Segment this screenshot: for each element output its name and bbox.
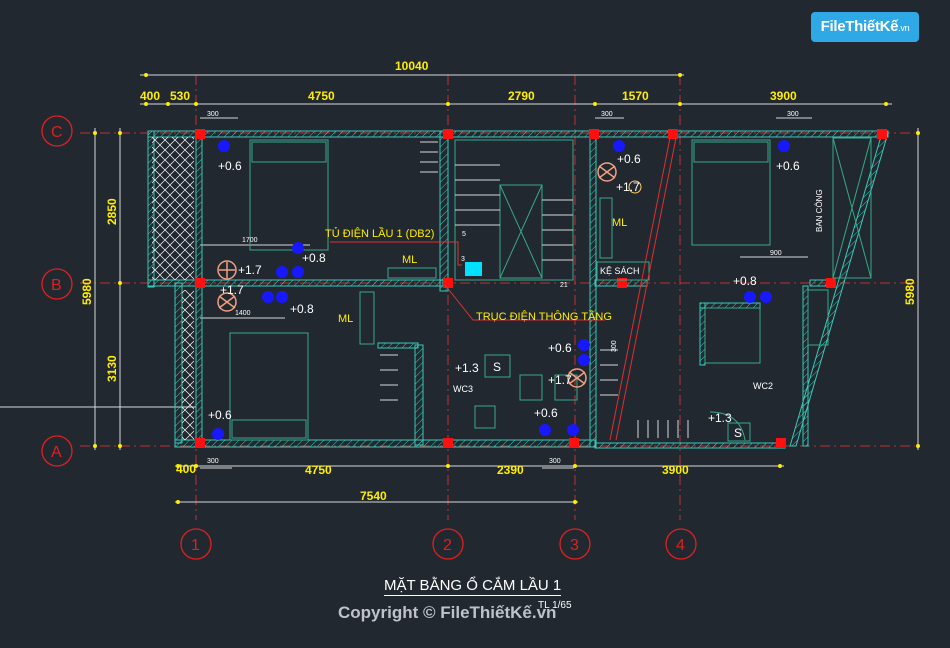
height-17-d: +1.7 <box>548 373 572 387</box>
dimension-ticks <box>93 73 920 504</box>
height-17-a: +1.7 <box>238 263 262 277</box>
dim-bottom-3900: 3900 <box>662 463 689 477</box>
drawing-scale: TL 1/65 <box>538 600 572 611</box>
wardrobes <box>380 141 689 438</box>
brand-name: FileThiếtKế <box>820 18 899 35</box>
dim-top-1570: 1570 <box>622 89 649 103</box>
dim-top-400: 400 <box>140 89 160 103</box>
height-06-f: +0.6 <box>534 406 558 420</box>
axis-label-b: B <box>51 277 62 294</box>
columns <box>195 129 887 448</box>
walls <box>147 130 889 449</box>
axis-label-1: 1 <box>191 537 200 554</box>
dim-bottom-4750: 4750 <box>305 463 332 477</box>
dim-300-vertical: 300 <box>611 340 618 352</box>
dim-top-4750: 4750 <box>308 89 335 103</box>
ceiling-fans <box>217 162 617 388</box>
dim-left-total: 5980 <box>80 278 94 305</box>
wc2-label: WC2 <box>753 381 773 391</box>
height-08-a: +0.8 <box>302 251 326 265</box>
fan-icon-small <box>628 180 642 194</box>
dim-300-bottom-2: 300 <box>549 458 561 465</box>
dim-top-530: 530 <box>170 89 190 103</box>
drawing-title: MẶT BẰNG Ổ CẮM LẦU 1 <box>384 577 562 596</box>
riser-label: TRỤC ĐIỆN THÔNG TẦNG <box>476 310 612 323</box>
dim-900: 900 <box>770 250 782 257</box>
brand-suffix: .vn <box>898 23 910 33</box>
height-17-b: +1.7 <box>220 283 244 297</box>
height-06-c: +0.6 <box>617 152 641 166</box>
dim-300-top-2: 300 <box>601 111 613 118</box>
height-13-b: +1.3 <box>708 411 732 425</box>
dim-top-total: 10040 <box>395 59 429 73</box>
dim-1700: 1700 <box>242 237 258 244</box>
dim-300-top-1: 300 <box>207 111 219 118</box>
dimension-lines <box>0 74 919 503</box>
axis-label-a: A <box>51 444 62 461</box>
ml-label-2: ML <box>338 313 353 325</box>
balcony-label: BAN CÔNG <box>815 189 824 232</box>
axis-grid <box>80 75 915 520</box>
dim-top-2790: 2790 <box>508 89 535 103</box>
wc3-label: WC3 <box>453 384 473 394</box>
axis-label-3: 3 <box>570 537 579 554</box>
sink-symbol-1: S <box>493 360 501 374</box>
shelf-label: KỆ SÁCH <box>600 266 640 276</box>
dim-bottom-total: 7540 <box>360 489 387 503</box>
axis-label-2: 2 <box>443 537 452 554</box>
dim-left-lower: 3130 <box>105 355 119 382</box>
height-13-a: +1.3 <box>455 361 479 375</box>
height-06-e: +0.6 <box>548 341 572 355</box>
height-06-d: +0.6 <box>776 159 800 173</box>
copyright-watermark: Copyright © FileThiếtKế.vn <box>338 603 557 622</box>
height-06-a: +0.6 <box>218 159 242 173</box>
axis-label-c: C <box>51 124 63 141</box>
axis-label-4: 4 <box>676 537 685 554</box>
brick-column <box>182 290 194 440</box>
stair-number-3: 3 <box>461 256 465 263</box>
height-06-b: +0.6 <box>208 408 232 422</box>
stair-steps <box>455 164 573 261</box>
stair-number-21: 21 <box>560 282 568 289</box>
dim-300-top-3: 300 <box>787 111 799 118</box>
sink-symbol-2: S <box>734 426 742 440</box>
panel-box <box>465 262 482 276</box>
dim-bottom-400: 400 <box>176 462 196 476</box>
axis-bubbles <box>41 115 697 560</box>
dim-left-upper: 2850 <box>105 198 119 225</box>
height-17-c: +1.7 <box>616 180 640 194</box>
height-08-c: +0.8 <box>733 274 757 288</box>
furniture <box>229 137 872 442</box>
stair-number-5: 5 <box>462 231 466 238</box>
wiring <box>330 137 677 441</box>
ml-label-3: ML <box>612 217 627 229</box>
outlets <box>212 140 790 440</box>
height-08-b: +0.8 <box>290 302 314 316</box>
dim-300-bottom-1: 300 <box>207 458 219 465</box>
brand-logo: FileThiếtKế.vn <box>811 12 919 42</box>
dim-right-total: 5980 <box>903 278 917 305</box>
brick-wall <box>152 137 194 280</box>
dim-bottom-2390: 2390 <box>497 463 524 477</box>
panel-label: TỦ ĐIỆN LẦU 1 (DB2) <box>325 227 434 240</box>
ml-label-1: ML <box>402 254 417 266</box>
dim-1400: 1400 <box>235 310 251 317</box>
dim-top-3900: 3900 <box>770 89 797 103</box>
